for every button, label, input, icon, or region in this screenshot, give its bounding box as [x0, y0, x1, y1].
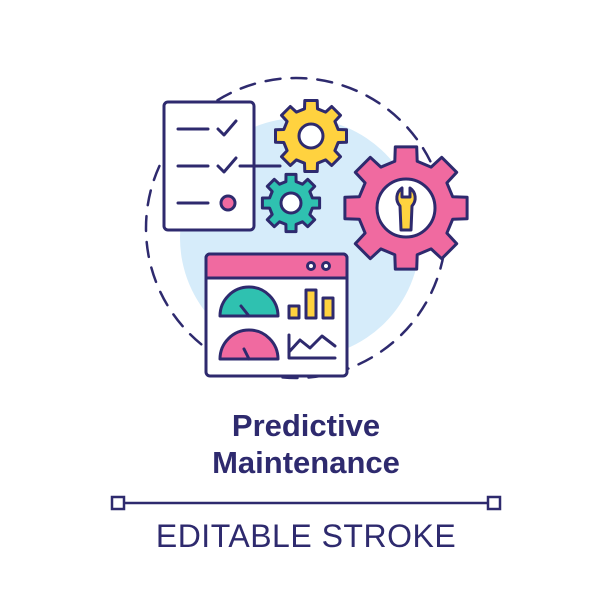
- divider-left-handle: [110, 495, 126, 511]
- wrench-gear-icon: [343, 145, 469, 271]
- divider-right-handle: [486, 495, 502, 511]
- bar-chart-icon: [287, 288, 335, 320]
- gear-icon: [260, 172, 322, 234]
- line-chart-icon: [287, 333, 337, 360]
- title-line-1: Predictive: [231, 408, 381, 443]
- gear-icon: [274, 99, 348, 173]
- divider-line: [110, 495, 502, 511]
- caption-label: EDITABLE STROKE: [155, 518, 457, 554]
- checklist-icon: [162, 100, 282, 232]
- title-line-2: Maintenance: [212, 445, 400, 480]
- gauge-icon: [218, 328, 280, 361]
- gauge-icon: [218, 285, 280, 318]
